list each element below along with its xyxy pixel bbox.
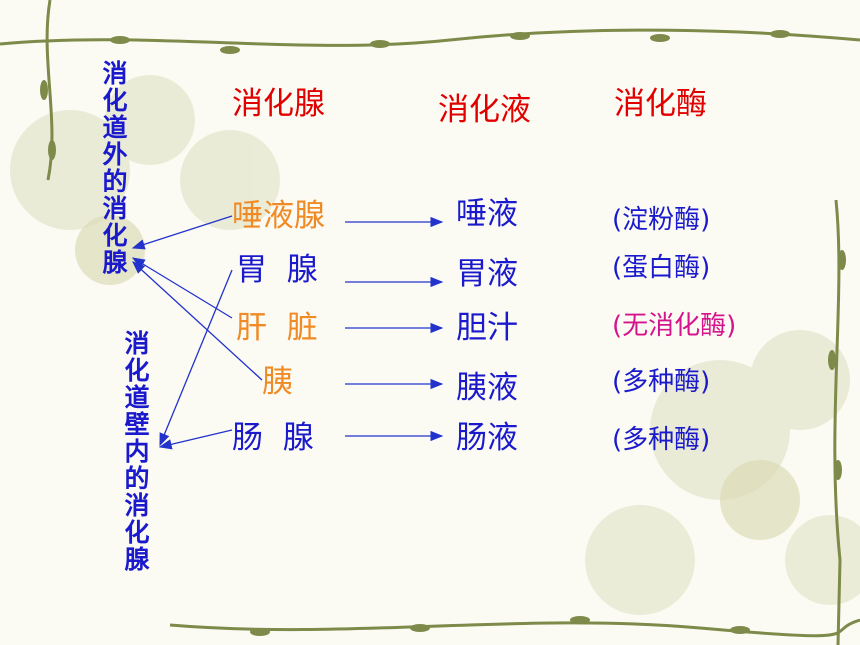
juice-gastric: 胃液 bbox=[456, 256, 518, 292]
juice-saliva: 唾液 bbox=[456, 196, 518, 232]
gland-pancreas: 胰 bbox=[262, 364, 293, 400]
juice-bile: 胆汁 bbox=[456, 310, 518, 346]
enzyme-none: (无消化酶) bbox=[612, 311, 737, 341]
juice-intestinal: 肠液 bbox=[456, 420, 518, 456]
label-outside-glands: 消化道外的消化腺 bbox=[102, 59, 128, 277]
enzyme-multiple-1: (多种酶) bbox=[612, 367, 711, 397]
header-juice: 消化液 bbox=[438, 92, 531, 128]
label-wall-glands: 消化道壁内的消化腺 bbox=[124, 329, 150, 574]
header-enzyme: 消化酶 bbox=[614, 86, 707, 122]
gland-liver: 肝 脏 bbox=[236, 310, 318, 346]
gland-gastric: 胃 腺 bbox=[236, 252, 318, 288]
juice-pancreatic: 胰液 bbox=[456, 370, 518, 406]
gland-intestinal: 肠 腺 bbox=[232, 420, 314, 456]
gland-salivary: 唾液腺 bbox=[232, 198, 325, 234]
enzyme-amylase: (淀粉酶) bbox=[612, 205, 711, 235]
header-gland: 消化腺 bbox=[232, 86, 325, 122]
enzyme-multiple-2: (多种酶) bbox=[612, 425, 711, 455]
enzyme-protease: (蛋白酶) bbox=[612, 253, 711, 283]
